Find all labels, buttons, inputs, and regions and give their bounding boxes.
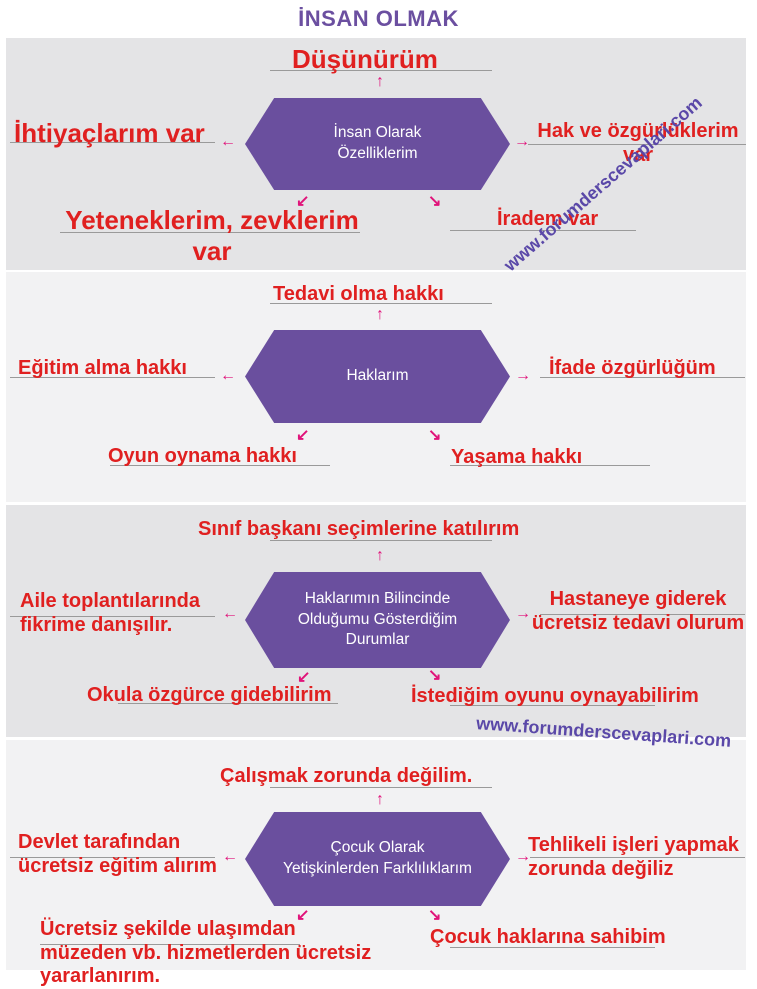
- answer-text-line: müzeden vb. hizmetlerden ücretsiz: [40, 941, 372, 964]
- page-title: İNSAN OLMAK: [298, 6, 459, 31]
- answer-text-line: Ücretsiz şekilde ulaşımdan: [40, 918, 296, 940]
- answer-line: [118, 703, 338, 704]
- arrow-left-icon: ←: [222, 605, 238, 622]
- arrow-down-right-icon: ↘: [428, 907, 442, 924]
- arrow-right-icon: →: [515, 367, 531, 384]
- hexagon-text-line: Özelliklerim: [337, 145, 418, 162]
- arrow-down-left-icon: ↙: [296, 907, 310, 924]
- answer-top-2: Tedavi olma hakkı: [273, 283, 444, 305]
- answer-top-1: Düşünürüm: [292, 44, 438, 74]
- hexagon-text-line: Yetişkinlerden Farklılıklarım: [283, 860, 472, 877]
- answer-line: [60, 232, 360, 233]
- answer-bottom-right-4: Çocuk haklarına sahibim: [430, 926, 666, 948]
- answer-line: [450, 705, 655, 706]
- answer-text-line: Tehlikeli işleri yapmak: [528, 834, 739, 856]
- arrow-down-right-icon: ↘: [428, 667, 442, 684]
- answer-top-4: Çalışmak zorunda değilim.: [220, 765, 473, 787]
- answer-line: [10, 857, 215, 858]
- answer-text-line: fikrime danışılır.: [20, 613, 173, 636]
- arrow-up-icon: ↑: [376, 73, 384, 90]
- answer-left-2: Eğitim alma hakkı: [18, 357, 187, 379]
- answer-line: [450, 230, 636, 231]
- answer-line: [10, 142, 215, 143]
- answer-line: [530, 857, 745, 858]
- answer-left-1: İhtiyaçlarım var: [14, 118, 205, 148]
- arrow-left-icon: ←: [220, 367, 236, 384]
- answer-top-3: Sınıf başkanı seçimlerine katılırım: [198, 518, 520, 540]
- hexagon-text-line: Durumlar: [345, 631, 410, 649]
- hexagon-text-line: Çocuk Olarak: [330, 839, 425, 857]
- answer-bottom-right-1: İradem var: [497, 208, 599, 230]
- answer-bottom-right-2: Yaşama hakkı: [451, 446, 583, 468]
- answer-bottom-left-2: Oyun oynama hakkı: [108, 445, 297, 467]
- answer-line: [110, 465, 330, 466]
- arrow-up-icon: ↑: [376, 547, 384, 564]
- answer-text-line: var: [622, 143, 654, 166]
- answer-line: [450, 947, 655, 948]
- answer-text-line: Devlet tarafından: [18, 831, 181, 853]
- answer-line: [270, 303, 492, 304]
- answer-line: [10, 616, 215, 617]
- answer-right-2: İfade özgürlüğüm: [549, 357, 716, 379]
- arrow-down-right-icon: ↘: [428, 427, 442, 444]
- arrow-down-left-icon: ↙: [297, 669, 311, 686]
- arrow-right-icon: →: [515, 605, 531, 622]
- answer-line: [270, 540, 492, 541]
- arrow-right-icon: →: [514, 133, 530, 150]
- arrow-left-icon: ←: [222, 848, 238, 865]
- answer-text-line: Aile toplantılarında: [20, 590, 201, 612]
- arrow-down-left-icon: ↙: [296, 193, 310, 210]
- answer-text-line: Yeteneklerim, zevklerim: [65, 205, 359, 235]
- answer-line: [270, 70, 492, 71]
- answer-line: [528, 144, 746, 145]
- arrow-up-icon: ↑: [376, 306, 384, 323]
- answer-line: [450, 465, 650, 466]
- hexagon-text-line: Haklarımın Bilincinde: [304, 589, 451, 607]
- answer-line: [540, 614, 745, 615]
- answer-text-line: var: [192, 235, 232, 266]
- answer-text-line: yararlanırım.: [40, 965, 161, 988]
- arrow-left-icon: ←: [220, 133, 236, 150]
- answer-text-line: zorunda değiliz: [528, 857, 674, 880]
- arrow-right-icon: →: [515, 848, 531, 865]
- answer-line: [40, 944, 300, 945]
- answer-bottom-right-3: İstediğim oyunu oynayabilirim: [411, 685, 699, 707]
- answer-text-line: ücretsiz tedavi olurum: [531, 611, 745, 634]
- answer-line: [540, 377, 745, 378]
- hexagon-text-line: Olduğumu Gösterdiğim: [297, 610, 458, 628]
- center-hexagon-2: Haklarım: [245, 330, 510, 423]
- answer-bottom-left-3: Okula özgürce gidebilirim: [87, 684, 332, 706]
- arrow-up-icon: ↑: [376, 791, 384, 808]
- hexagon-text-line: Haklarım: [346, 367, 409, 385]
- arrow-down-left-icon: ↙: [296, 427, 310, 444]
- answer-text-line: Hak ve özgürlüklerim: [537, 120, 739, 142]
- answer-text-line: ücretsiz eğitim alırım: [18, 854, 217, 877]
- arrow-down-right-icon: ↘: [428, 193, 442, 210]
- hexagon-text-line: İnsan Olarak: [333, 124, 422, 142]
- answer-line: [270, 787, 492, 788]
- answer-line: [10, 377, 215, 378]
- answer-text-line: Hastaneye giderek: [549, 588, 727, 610]
